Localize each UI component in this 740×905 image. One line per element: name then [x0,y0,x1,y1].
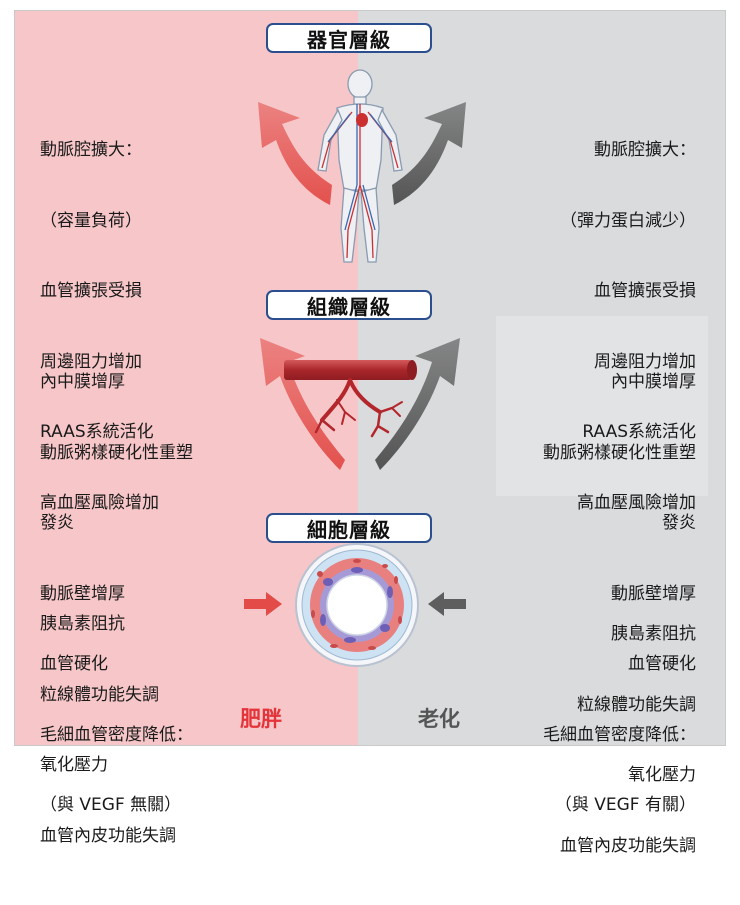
organ-right-line: 高血壓風險增加 [577,492,696,513]
organ-right-text: 動脈腔擴大： （彈力蛋白減少） 血管擴張受損 周邊阻力增加 RAAS系統活化 高… [560,92,696,562]
organ-left-line: 血管擴張受損 [40,281,142,301]
tissue-left-line: 發炎 [40,513,74,533]
tissue-right-line: 毛細血管密度降低： [543,724,696,745]
organ-left-text: 動脈腔擴大： （容量負荷） 血管擴張受損 周邊阻力增加 RAAS系統活化 高血壓… [40,92,159,562]
cell-right-line: 胰島素阻抗 [611,624,696,644]
organ-level-label: 器官層級 [266,23,432,53]
tissue-left-line: 血管硬化 [40,654,108,674]
aging-label: 老化 [418,707,460,731]
organ-right-line: （彈力蛋白減少） [560,210,696,231]
illustrations [244,69,466,667]
organ-red-arrow [258,102,332,205]
cell-right-line: 粒線體功能失調 [577,694,696,715]
artery-cross-section-icon [295,543,419,667]
organ-right-line: 血管擴張受損 [594,281,696,301]
diagram-canvas: 器官層級 組織層級 細胞層級 動脈腔擴大： （容量負荷） 血管擴張受損 周邊阻力… [14,10,726,856]
tissue-right-highlight [496,316,708,496]
cell-right-line: 氧化壓力 [628,765,696,785]
blood-vessel-branch-icon [284,360,417,438]
tissue-right-line: 血管硬化 [628,654,696,674]
cell-red-arrow [244,592,282,616]
tissue-level-label: 組織層級 [266,290,432,320]
organ-right-line: RAAS系統活化 [582,422,696,442]
organ-right-line: 周邊阻力增加 [594,351,696,372]
tissue-left-line: 內中膜增厚 [40,372,125,392]
tissue-gray-arrow [375,338,460,470]
cell-left-line: 胰島素阻抗 [40,614,125,634]
tissue-red-arrow [260,338,345,470]
organ-left-line: RAAS系統活化 [40,422,154,442]
tissue-right-line: 動脈壁增厚 [611,583,696,604]
organ-gray-arrow [392,102,466,205]
organ-right-line: 動脈腔擴大： [594,140,696,160]
cell-gray-arrow [428,592,466,616]
cell-right-text: 胰島素阻抗 粒線體功能失調 氧化壓力 血管內皮功能失調 [560,576,696,905]
obesity-label: 肥胖 [240,707,282,731]
cell-level-label: 細胞層級 [266,513,432,543]
tissue-right-line: 發炎 [662,513,696,533]
tissue-left-line: 毛細血管密度降低： [40,724,193,745]
tissue-right-line: 動脈粥樣硬化性重塑 [543,442,696,463]
cell-left-line: 血管內皮功能失調 [40,825,176,846]
body-blood-vessels [321,104,399,259]
tissue-right-line: 內中膜增厚 [611,372,696,392]
tissue-left-line: 動脈粥樣硬化性重塑 [40,442,193,463]
organ-left-line: 動脈腔擴大： [40,140,142,160]
cell-left-text: 胰島素阻抗 粒線體功能失調 氧化壓力 血管內皮功能失調 [40,566,176,895]
organ-left-line: 高血壓風險增加 [40,492,159,513]
cell-left-line: 粒線體功能失調 [40,684,159,705]
organ-left-line: 周邊阻力增加 [40,351,142,372]
cell-left-line: 氧化壓力 [40,755,108,775]
organ-left-line: （容量負荷） [40,210,142,231]
tissue-left-line: 動脈壁增厚 [40,583,125,604]
cell-right-line: 血管內皮功能失調 [560,835,696,856]
